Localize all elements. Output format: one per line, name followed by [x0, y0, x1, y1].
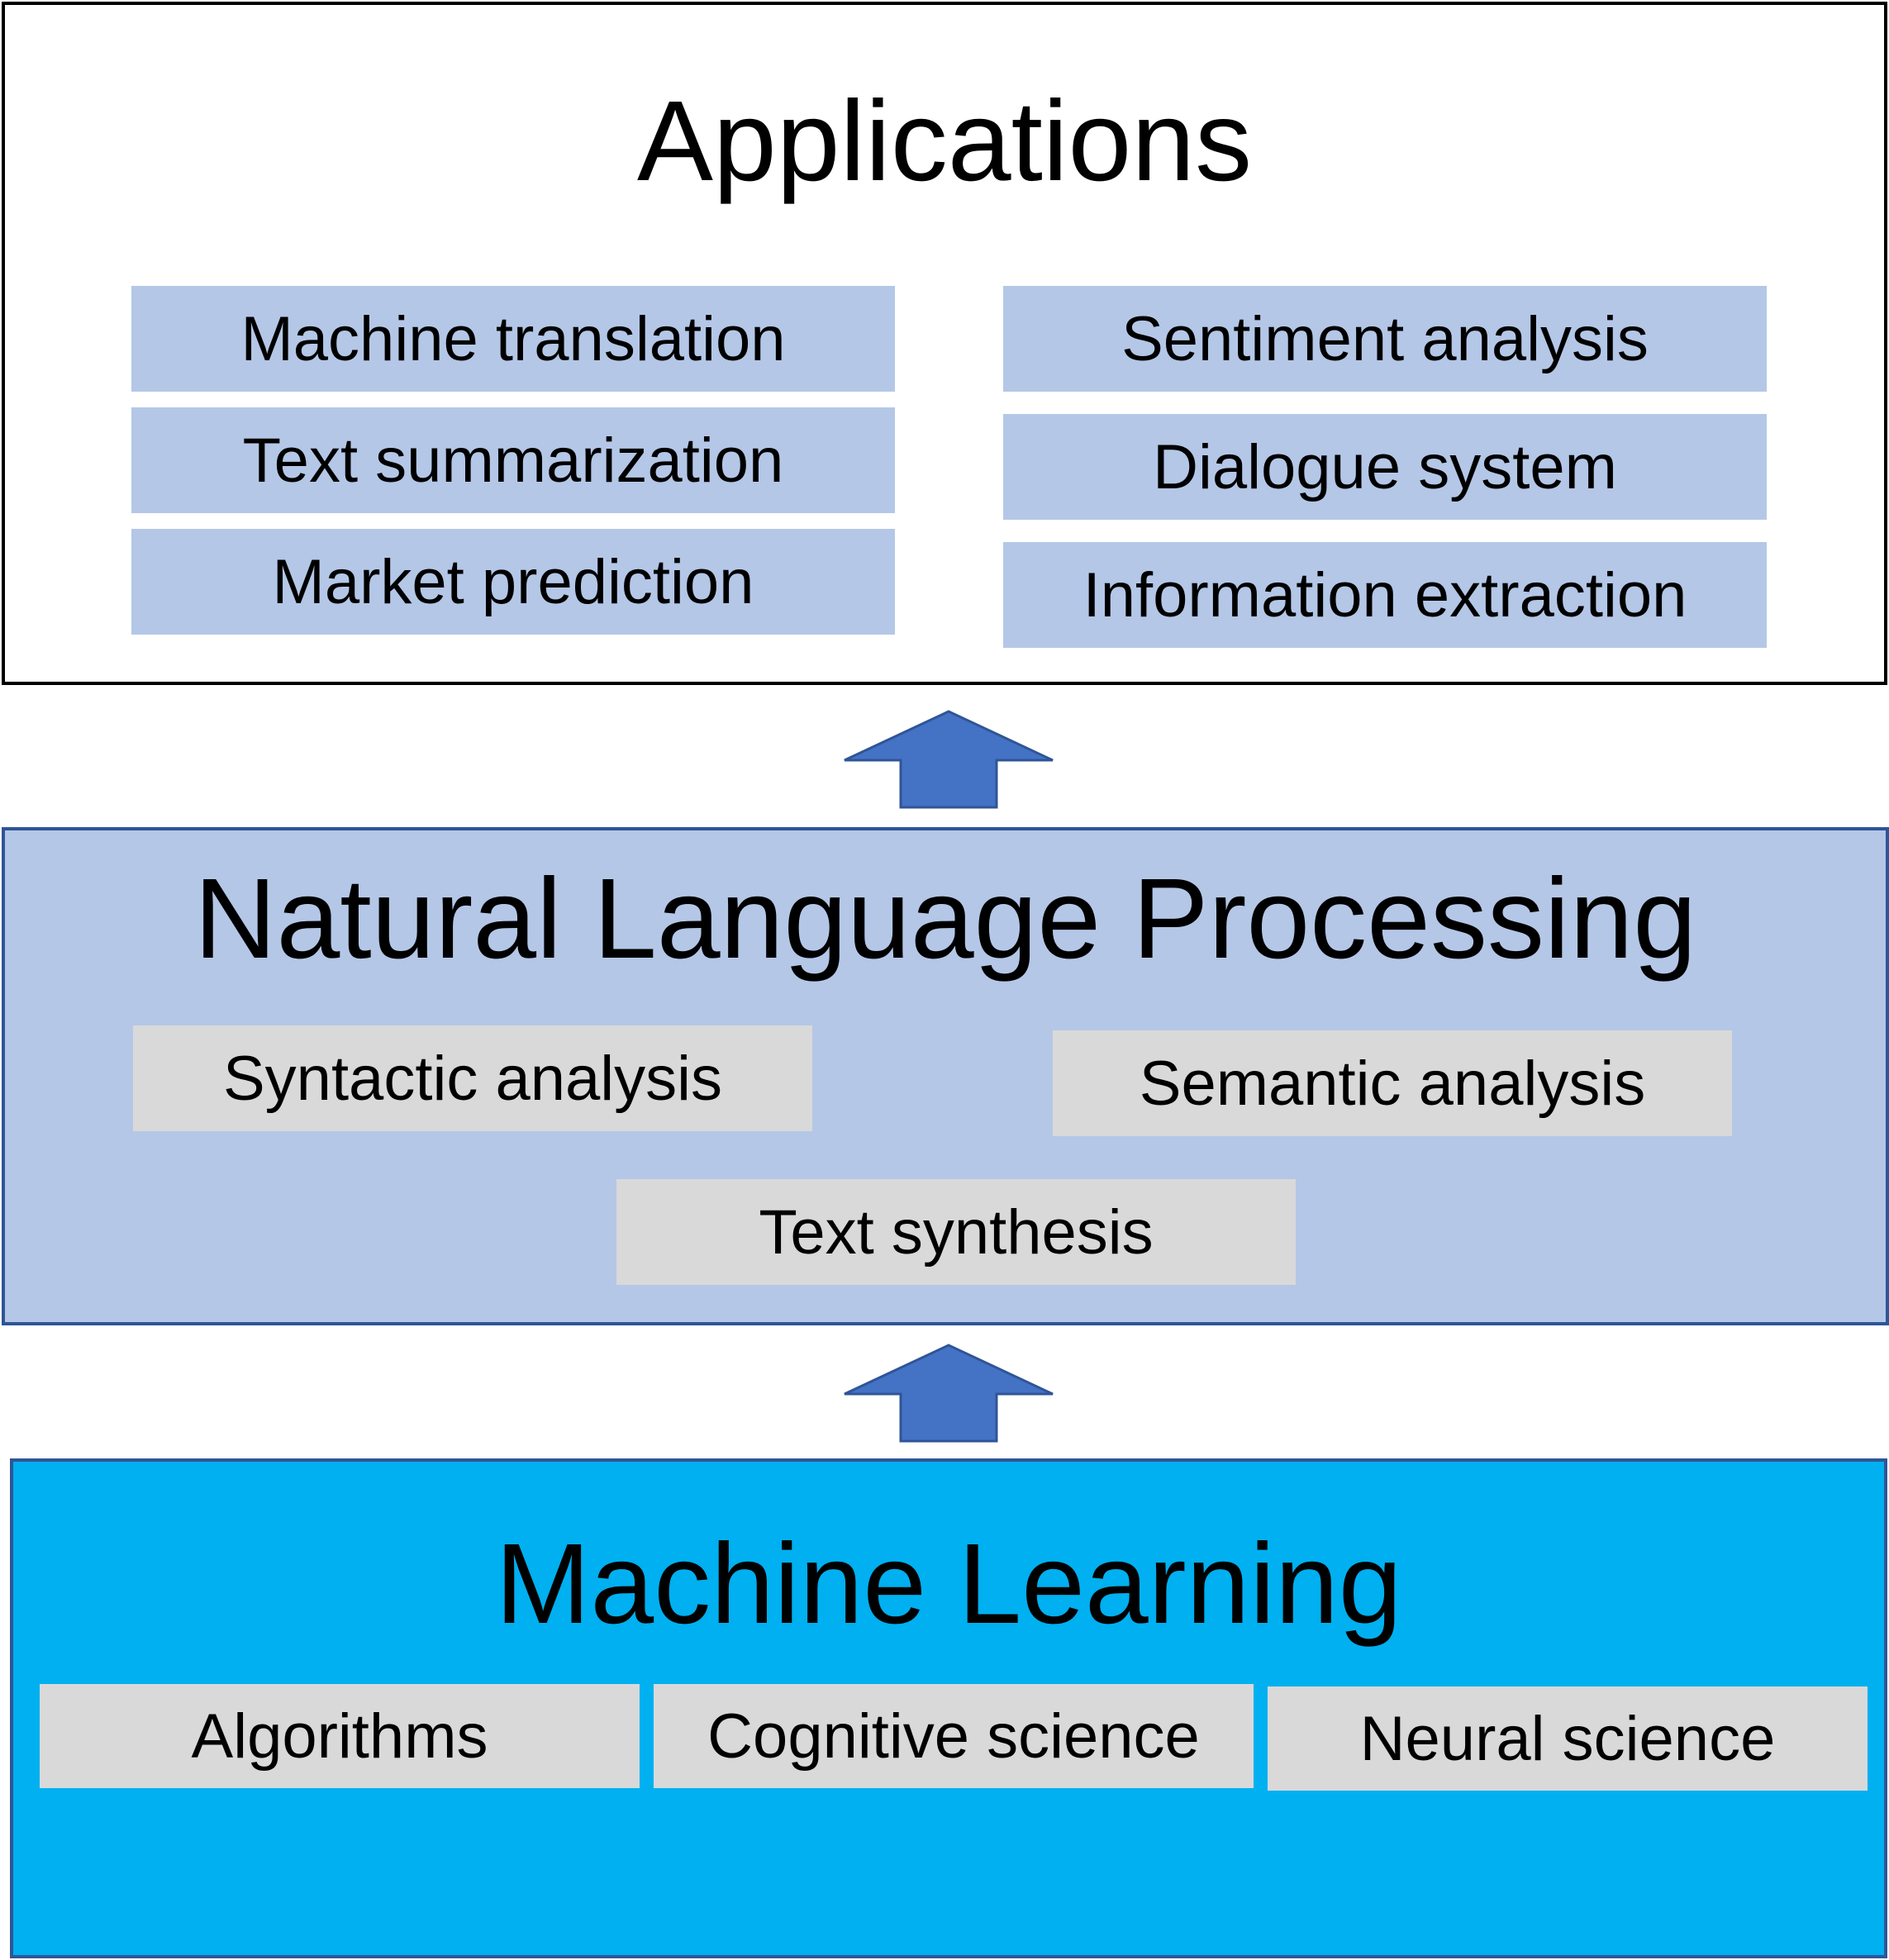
- app-item-sentiment-analysis: Sentiment analysis: [1003, 286, 1767, 392]
- app-item-machine-translation: Machine translation: [131, 286, 895, 392]
- app-item-dialogue-system: Dialogue system: [1003, 414, 1767, 520]
- app-item-information-extraction: Information extraction: [1003, 542, 1767, 648]
- ml-title: Machine Learning: [495, 1520, 1402, 1648]
- nlp-item-semantic-analysis: Semantic analysis: [1053, 1030, 1732, 1136]
- ml-layer: Machine Learning Algorithms Cognitive sc…: [10, 1458, 1887, 1958]
- app-item-market-prediction: Market prediction: [131, 529, 895, 635]
- nlp-item-syntactic-analysis: Syntactic analysis: [133, 1025, 812, 1131]
- app-item-text-summarization: Text summarization: [131, 407, 895, 513]
- up-arrow-shape: [844, 1344, 1054, 1443]
- ml-item-neural-science: Neural science: [1268, 1686, 1868, 1791]
- nlp-title: Natural Language Processing: [193, 855, 1697, 982]
- up-arrow-icon: [844, 1344, 1054, 1443]
- up-arrow-icon: [844, 710, 1054, 809]
- applications-title: Applications: [636, 78, 1253, 205]
- up-arrow-shape: [844, 710, 1054, 809]
- nlp-item-text-synthesis: Text synthesis: [616, 1179, 1296, 1285]
- applications-layer: Applications Machine translation Text su…: [2, 2, 1887, 685]
- nlp-layer: Natural Language Processing Syntactic an…: [2, 827, 1889, 1325]
- ml-item-algorithms: Algorithms: [40, 1684, 640, 1788]
- ml-item-cognitive-science: Cognitive science: [654, 1684, 1254, 1788]
